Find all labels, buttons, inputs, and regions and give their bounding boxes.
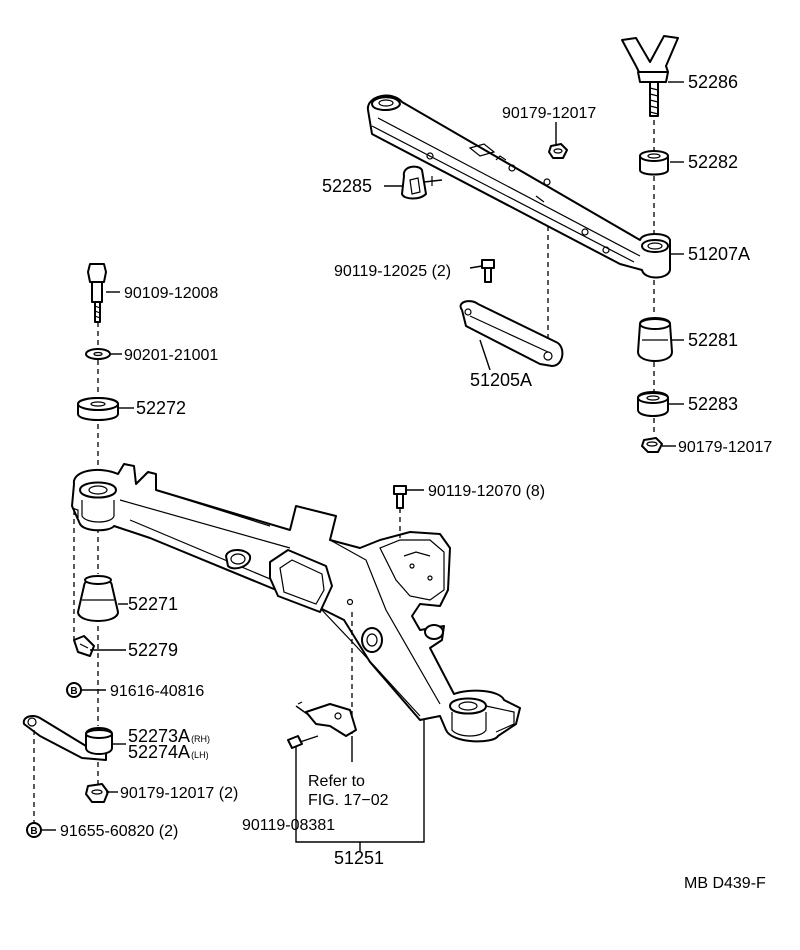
bolt-marker-91616: B [66, 682, 82, 698]
label-51251: 51251 [334, 848, 384, 868]
label-90179-12017-top: 90179-12017 [502, 105, 596, 122]
drawing-code: MB D439-F [684, 875, 766, 892]
label-91655-60820: 91655-60820 (2) [60, 823, 178, 840]
nut-90179-12017-bottom [85, 783, 109, 803]
label-52282: 52282 [688, 152, 738, 172]
cushion-52272 [77, 397, 119, 421]
stopper-bolt-52286 [621, 35, 679, 117]
cushion-52281 [637, 317, 673, 362]
bolt-90119-12025 [481, 259, 495, 283]
label-52272: 52272 [136, 398, 186, 418]
label-51207A: 51207A [688, 244, 750, 264]
label-52274A: 52274A(LH) [128, 742, 209, 762]
label-90179-12017-bottom: 90179-12017 (2) [120, 785, 238, 802]
bracket-52285 [401, 165, 443, 200]
label-52285: 52285 [322, 176, 372, 196]
label-52279: 52279 [128, 640, 178, 660]
clip-52279 [73, 635, 95, 657]
label-90201-21001: 90201-21001 [124, 347, 218, 364]
svg-text:B: B [70, 686, 77, 697]
label-90119-12025: 90119-12025 (2) [334, 263, 451, 280]
label-90109-12008: 90109-12008 [124, 285, 218, 302]
svg-text:B: B [30, 826, 37, 837]
nut-90179-12017-top [548, 143, 568, 159]
cushion-52283 [637, 391, 669, 417]
bolt-90119-12070 [393, 485, 407, 509]
leader-90119-12025 [469, 265, 483, 269]
label-52271: 52271 [128, 594, 178, 614]
label-refer-line2: FIG. 17−02 [308, 792, 389, 809]
bolt-marker-91655: B [26, 822, 42, 838]
label-refer-line1: Refer to [308, 773, 365, 790]
label-52286: 52286 [688, 72, 738, 92]
bolt-90119-08381 [287, 735, 319, 749]
crossmember-51207A [366, 94, 671, 279]
washer-90201-21001 [85, 348, 111, 360]
leader-51205A [479, 339, 491, 371]
cushion-52271 [77, 575, 119, 622]
label-52283: 52283 [688, 394, 738, 414]
cushion-52282 [639, 150, 669, 176]
bolt-90109-12008 [87, 263, 107, 323]
crossmember-51251 [71, 463, 521, 743]
label-90119-08381: 90119-08381 [242, 817, 335, 834]
label-52281: 52281 [688, 330, 738, 350]
nut-90179-12017-right [641, 437, 663, 453]
label-51205A: 51205A [470, 370, 532, 390]
sub-bracket-refer [295, 701, 357, 737]
bracket-52273A-52274A [22, 715, 113, 761]
label-90119-12070: 90119-12070 (8) [428, 483, 545, 500]
label-52273A: 52273A(RH) [128, 726, 210, 746]
support-51205A [459, 300, 564, 367]
label-90179-12017-right: 90179-12017 [678, 439, 772, 456]
label-91616-40816: 91616-40816 [110, 683, 204, 700]
